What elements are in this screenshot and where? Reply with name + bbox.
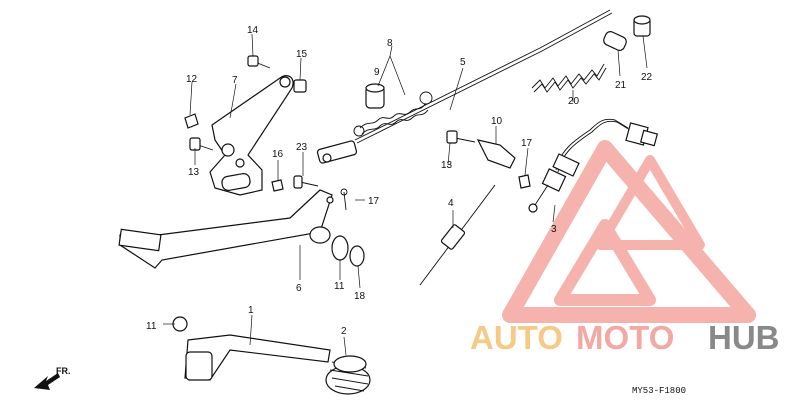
bracket-13-right: [476, 139, 516, 169]
callout-13: 14: [247, 25, 259, 36]
callout-2: 2: [341, 326, 347, 337]
callout-15: 12: [186, 74, 198, 85]
callout-19: 18: [354, 291, 366, 302]
nut-17-top: [293, 79, 307, 93]
callout-22: 22: [641, 72, 653, 83]
rod-part-4: [419, 184, 496, 286]
shift-rubber-part-2: [325, 355, 371, 395]
collar-part-9: [365, 83, 385, 109]
callout-20: 20: [568, 96, 580, 107]
bolt-23: [293, 175, 319, 189]
callout-3: 3: [551, 224, 557, 235]
callout-17-right: 17: [521, 138, 533, 149]
leader-lines: [163, 33, 648, 356]
shift-lever-part-1: [172, 316, 331, 381]
bolt-14: [189, 137, 214, 151]
watermark-text: AUTO MOTO HUB: [470, 319, 780, 356]
callout-6: 6: [296, 283, 302, 294]
washers-11-19: [331, 235, 365, 267]
bolt-13-top: [247, 55, 271, 69]
bracket-part-7: [209, 75, 294, 196]
callout-12: 11: [146, 321, 157, 332]
bolt-15: [184, 113, 199, 129]
callout-21: 21: [615, 80, 627, 91]
brake-rod-part-5: [316, 9, 613, 164]
callout-1: 1: [248, 305, 254, 316]
callout-18: 17: [368, 196, 380, 207]
callout-5: 5: [460, 57, 466, 68]
brake-switch-part-3: [528, 118, 659, 213]
callout-14: 13: [188, 167, 200, 178]
brake-pedal-part-6: [118, 189, 334, 269]
nut-part-22: [633, 15, 651, 37]
bolts: [184, 55, 531, 211]
nut-16: [271, 179, 284, 192]
front-direction-indicator: FR.: [34, 366, 71, 390]
callout-16: 16: [272, 149, 284, 160]
spring-part-8: [353, 91, 433, 137]
spring-part-20: [531, 63, 607, 93]
watermark-moto: MOTO: [576, 319, 674, 356]
watermark-hub: HUB: [708, 319, 780, 356]
callout-4: 4: [448, 198, 454, 209]
callout-7: 7: [232, 75, 238, 86]
callout-17: 15: [296, 49, 308, 60]
collar-part-21: [603, 31, 627, 51]
callouts: 14 15 7 12 13 16 23 8 9 5 10 13 17 21 22…: [146, 25, 653, 337]
direction-label: FR.: [56, 366, 71, 376]
callout-8: 8: [387, 38, 393, 49]
nut-17-right: [518, 174, 531, 189]
callout-23: 23: [296, 142, 308, 153]
bolt-13-right: [446, 130, 476, 144]
callout-9: 9: [374, 67, 380, 78]
watermark-logo: [502, 140, 756, 323]
watermark-auto: AUTO: [470, 319, 563, 356]
callout-11: 11: [334, 281, 345, 292]
spring-pin-18: [340, 188, 348, 211]
diagram-code: MY53-F1800: [632, 386, 686, 396]
callout-13-right: 13: [441, 160, 453, 171]
callout-10: 10: [491, 116, 503, 127]
